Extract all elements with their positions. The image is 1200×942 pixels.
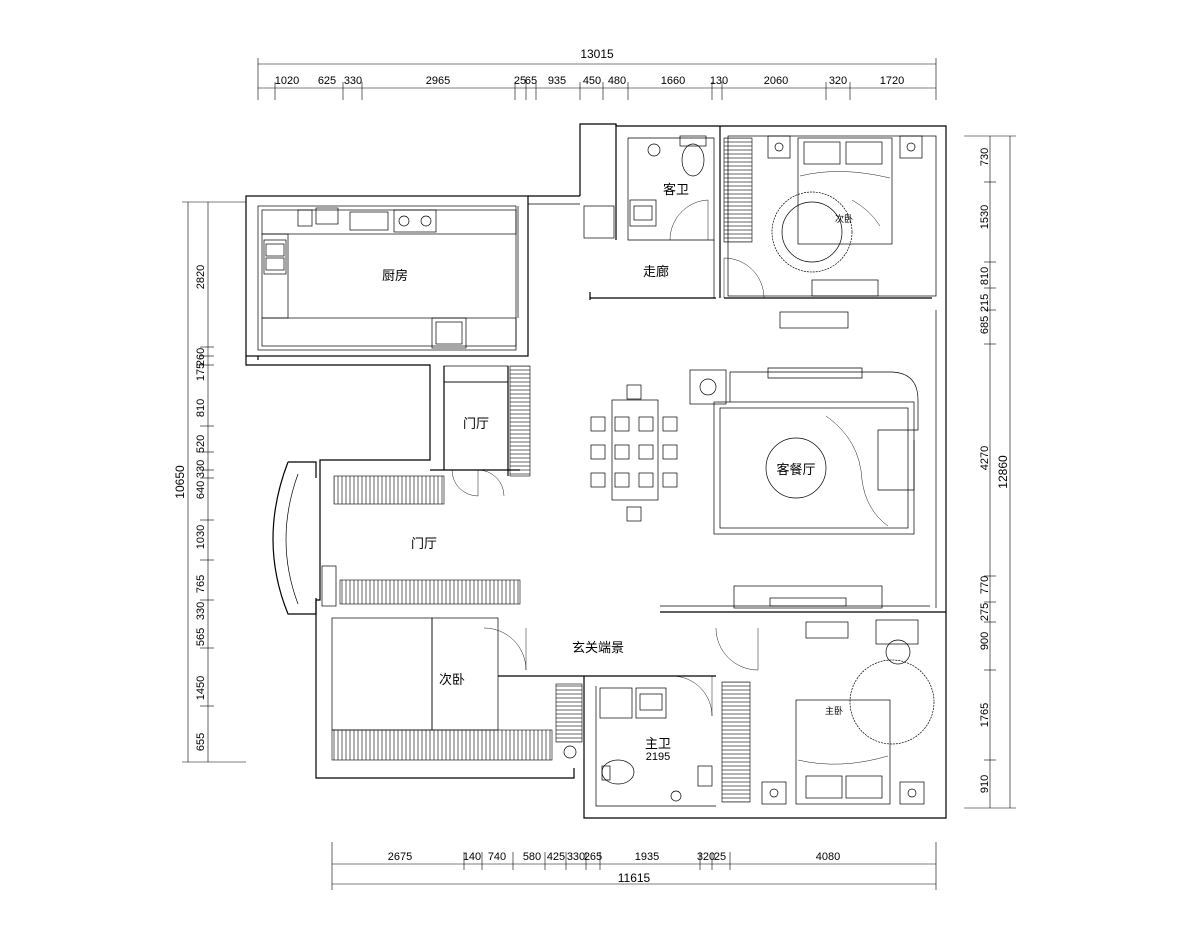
left-dim-7: 640 — [195, 481, 207, 499]
room-label-foyer-upper: 门厅 — [463, 417, 489, 432]
room-label-foyer-lower: 门厅 — [411, 537, 437, 552]
right-dim-1: 730 — [979, 148, 991, 166]
top-dim-5: 25 — [514, 75, 526, 87]
left-dim-9: 765 — [195, 575, 207, 593]
right-dim-4: 215 — [979, 294, 991, 312]
bottom-dim-2: 140 — [463, 851, 481, 863]
left-dim-5: 520 — [195, 435, 207, 453]
right-dim-2: 1530 — [979, 205, 991, 229]
bottom-dim-8: 1935 — [635, 851, 659, 863]
second-bedroom-bottom: 次卧 — [331, 617, 583, 761]
left-dim-11: 565 — [195, 628, 207, 646]
top-dim-14: 1720 — [880, 75, 904, 87]
right-dim-10: 1765 — [979, 703, 991, 727]
left-dim-3: 260 — [195, 348, 207, 366]
top-dim-13: 320 — [829, 75, 847, 87]
left-dim-4: 810 — [195, 399, 207, 417]
top-dim-9: 480 — [608, 75, 626, 87]
left-dim-12: 1450 — [195, 676, 207, 700]
top-dim-1: 1020 — [275, 75, 299, 87]
top-dim-10: 1660 — [661, 75, 685, 87]
dining-chair — [638, 444, 654, 460]
dining-chair — [590, 444, 606, 460]
bottom-dim-4: 580 — [523, 851, 541, 863]
left-dim-10: 330 — [195, 602, 207, 620]
dining-chair — [590, 472, 606, 488]
dining-chair — [662, 472, 678, 488]
right-dim-3: 810 — [979, 267, 991, 285]
room-label-living-dining: 客餐厅 — [776, 462, 815, 478]
bottom-dim-7: 265 — [584, 851, 602, 863]
dining-chair — [638, 472, 654, 488]
room-label-second-bedroom-bottom: 次卧 — [439, 672, 465, 688]
right-dim-11: 910 — [979, 775, 991, 793]
top-dim-8: 450 — [583, 75, 601, 87]
dining-chair — [626, 384, 642, 400]
room-label-corridor: 走廊 — [643, 264, 669, 280]
bottom-dim-9: 320 — [697, 851, 715, 863]
bottom-dim-1: 2675 — [388, 851, 412, 863]
second-bedroom-top: 次卧 — [723, 135, 923, 329]
master-bedroom: 主卧 — [721, 619, 935, 805]
top-total-dimension: 13015 — [580, 47, 614, 61]
top-dim-3: 330 — [344, 75, 362, 87]
foyer: 门厅 门厅 — [272, 365, 531, 615]
dining-table — [590, 384, 678, 522]
dining-chair — [626, 506, 642, 522]
dining-chair — [662, 416, 678, 432]
bottom-dimension-chain: 2675 140 740 580 425 330 265 1935 320 25… — [331, 842, 937, 890]
dining-chair — [614, 444, 630, 460]
top-dimension-chain: 13015 1020 625 330 2965 25 65 935 450 48… — [257, 47, 937, 100]
left-dim-8: 1030 — [195, 525, 207, 549]
bottom-dim-5: 425 — [547, 851, 565, 863]
top-dim-12: 2060 — [764, 75, 788, 87]
top-dim-4: 2965 — [426, 75, 450, 87]
top-dim-7: 935 — [548, 75, 566, 87]
right-dim-7: 770 — [979, 576, 991, 594]
dining-chair — [590, 416, 606, 432]
bottom-total-dimension: 11615 — [618, 871, 651, 885]
bottom-dim-6: 330 — [567, 851, 585, 863]
bottom-dim-10: 25 — [714, 851, 726, 863]
master-bath-dimension: 2195 — [646, 751, 670, 763]
room-label-entrance-view: 玄关端景 — [572, 641, 624, 656]
left-dim-2: 175 — [195, 363, 207, 381]
guest-bath: 客卫 — [629, 135, 709, 241]
top-dim-6: 65 — [525, 75, 537, 87]
right-dim-9: 900 — [979, 632, 991, 650]
right-dim-5: 685 — [979, 316, 991, 334]
left-dimension-chain: 10650 2820 175 260 810 520 330 640 1030 … — [173, 201, 246, 763]
dining-chair — [662, 444, 678, 460]
dining-chair — [614, 472, 630, 488]
exterior-walls — [245, 123, 947, 819]
room-label-master-bedroom: 主卧 — [825, 705, 843, 717]
room-label-kitchen: 厨房 — [382, 268, 408, 284]
room-label-second-bedroom-top: 次卧 — [835, 213, 853, 225]
left-dim-1: 2820 — [195, 265, 207, 289]
room-label-master-bath: 主卫 — [645, 737, 671, 752]
top-dim-11: 130 — [710, 75, 728, 87]
bottom-dim-11: 4080 — [816, 851, 840, 863]
left-total-dimension: 10650 — [173, 465, 187, 499]
living-room: 客餐厅 — [689, 367, 919, 535]
right-dim-8: 275 — [979, 603, 991, 621]
left-dim-13: 655 — [195, 733, 207, 751]
bottom-dim-3: 740 — [488, 851, 506, 863]
room-label-guest-bath: 客卫 — [663, 182, 689, 198]
master-bath: 主卫 2195 — [599, 675, 713, 802]
kitchen: 厨房 — [261, 206, 519, 349]
right-dim-6: 4270 — [979, 446, 991, 470]
left-dim-6: 330 — [195, 460, 207, 478]
dining-chair — [638, 416, 654, 432]
right-total-dimension: 12860 — [996, 455, 1010, 489]
right-dimension-chain: 730 1530 810 215 685 4270 770 275 900 17… — [964, 135, 1016, 809]
top-dim-2: 625 — [318, 75, 336, 87]
dining-chair — [614, 416, 630, 432]
